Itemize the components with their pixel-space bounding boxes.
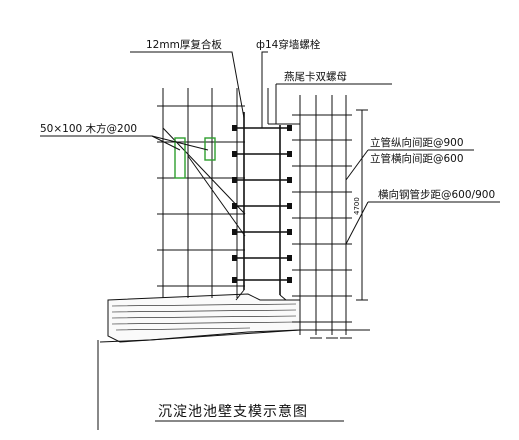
label-bolt: ф14穿墙螺栓: [256, 38, 321, 51]
leader-plywood: [130, 51, 245, 119]
leader-bolt: [261, 51, 268, 128]
drawing-lines: [40, 51, 500, 430]
timber-1: [174, 137, 186, 179]
label-timber: 50×100 木方@200: [40, 122, 137, 135]
diagram-title: 沉淀池池壁支模示意图: [158, 403, 308, 420]
slab-hatch: [111, 303, 297, 331]
label-nut: 燕尾卡双螺母: [284, 70, 347, 83]
label-pipe-step: 横向钢管步距@600/900: [378, 188, 495, 201]
label-plywood: 12mm厚复合板: [146, 38, 222, 51]
wall-footing: [235, 289, 287, 301]
bolt-nuts: [232, 125, 292, 283]
label-pole-trans: 立管横向间距@600: [370, 152, 464, 165]
ground-line-bottom: [149, 329, 301, 341]
leader-poles: [345, 149, 369, 181]
left-brace-2: [187, 155, 246, 237]
timber-2: [204, 137, 216, 161]
ground-line-left: [99, 339, 151, 343]
bolts: [234, 127, 290, 281]
label-dimension: 4700: [353, 197, 361, 215]
ground-slab: [107, 293, 301, 343]
label-pole-long: 立管纵向间距@900: [370, 136, 464, 149]
leader-timber-2: [151, 135, 209, 151]
leader-step: [345, 201, 369, 245]
